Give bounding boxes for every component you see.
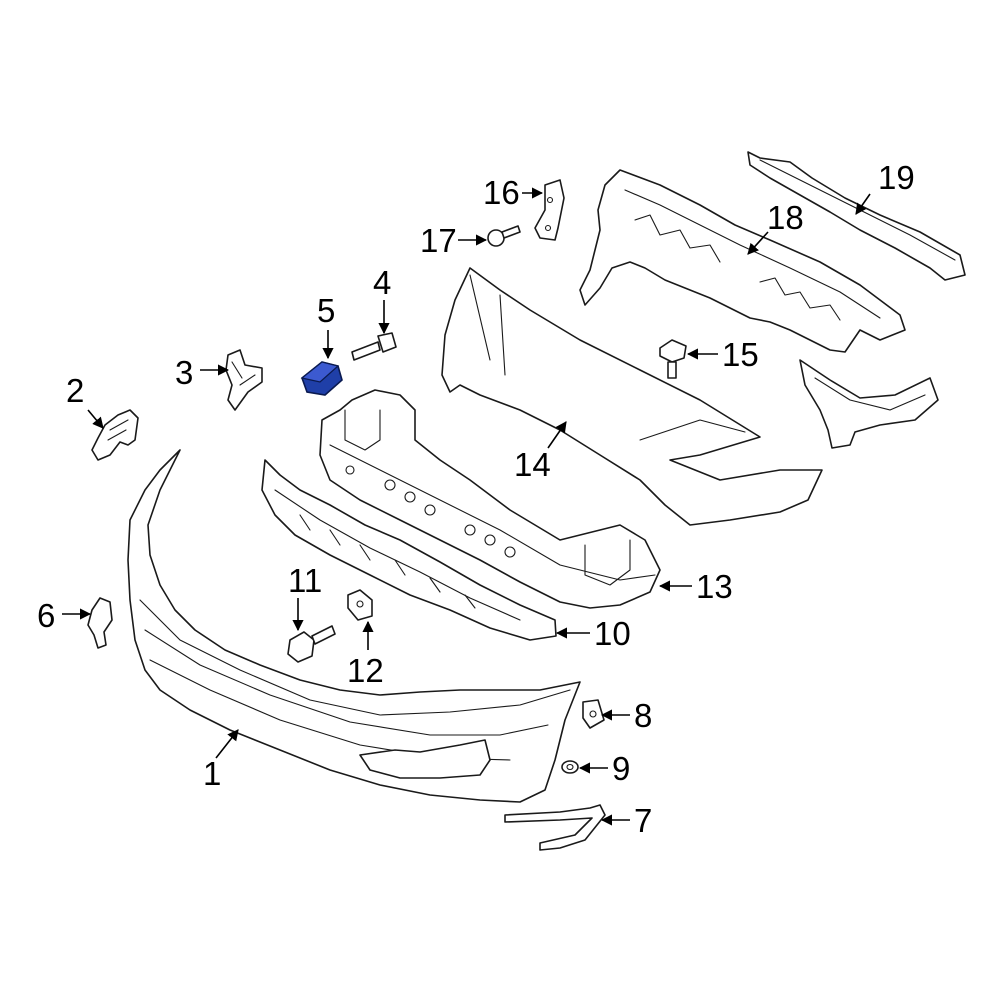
part-16-bracket[interactable]: [534, 179, 565, 241]
part-11-bolt[interactable]: [287, 625, 336, 663]
part-8-clip[interactable]: [582, 699, 605, 729]
callout-3: 3: [175, 354, 193, 391]
callout-10: 10: [594, 615, 631, 652]
part-9-nut[interactable]: [561, 760, 579, 774]
leader-14: [547, 421, 567, 449]
callout-17: 17: [420, 222, 457, 259]
part-14-upper-cover[interactable]: [441, 267, 823, 526]
part-13-reinforcement[interactable]: [319, 389, 661, 609]
leader-18: [747, 231, 769, 255]
callout-labels: 1 2 3 4 5 6 7 8 9 10 11 12 13 14 15 16 1…: [37, 159, 915, 839]
callout-6: 6: [37, 597, 55, 634]
callout-13: 13: [696, 568, 733, 605]
part-2-bracket[interactable]: [91, 409, 139, 461]
part-5-clip[interactable]: [300, 361, 343, 396]
part-12-clip[interactable]: [347, 589, 373, 621]
part-4-bolt[interactable]: [351, 332, 397, 361]
callout-2: 2: [66, 372, 84, 409]
leader-2: [87, 409, 104, 429]
part-18-shield[interactable]: [579, 169, 906, 353]
callout-4: 4: [373, 264, 391, 301]
part-15-bolt[interactable]: [659, 339, 687, 379]
leader-1: [215, 729, 239, 759]
callout-5: 5: [317, 292, 335, 329]
callout-18: 18: [767, 199, 804, 236]
callout-9: 9: [612, 750, 630, 787]
part-18-extension[interactable]: [799, 359, 939, 449]
callout-15: 15: [722, 336, 759, 373]
part-3-bracket[interactable]: [225, 349, 263, 411]
callout-14: 14: [514, 446, 551, 483]
callout-7: 7: [634, 802, 652, 839]
part-6-bracket[interactable]: [87, 597, 113, 649]
callout-1: 1: [203, 755, 221, 792]
part-7-molding[interactable]: [504, 804, 606, 851]
part-17-bolt[interactable]: [487, 225, 521, 247]
callout-12: 12: [347, 652, 384, 689]
callout-19: 19: [878, 159, 915, 196]
part-1-bumper-cover[interactable]: [127, 449, 581, 803]
callout-8: 8: [634, 697, 652, 734]
leader-19: [855, 193, 871, 215]
leader-lines: [62, 187, 871, 826]
part-19-deflector[interactable]: [747, 151, 966, 281]
callout-11: 11: [288, 562, 322, 599]
callout-16: 16: [483, 174, 520, 211]
